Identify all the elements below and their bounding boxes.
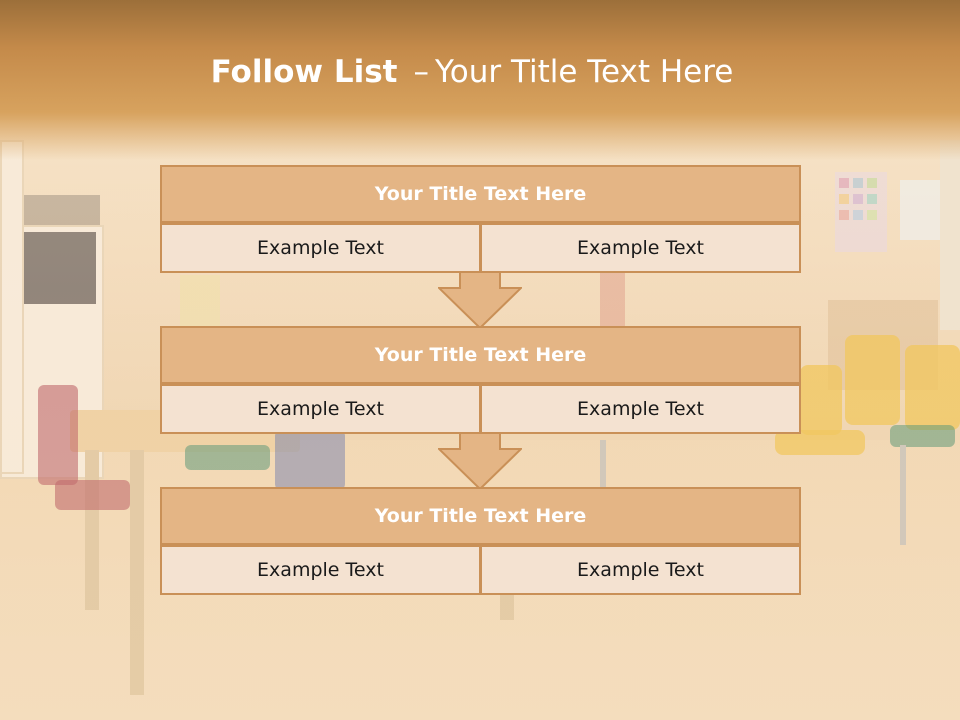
chair (905, 345, 960, 430)
shelf-side (0, 140, 24, 474)
chair (890, 425, 955, 447)
block-title[interactable]: Your Title Text Here (160, 165, 801, 223)
wall-item (600, 270, 625, 330)
chair (800, 365, 842, 435)
block-cell-right[interactable]: Example Text (480, 545, 801, 595)
block-cell-left[interactable]: Example Text (160, 223, 481, 273)
shelf-top-items (24, 195, 100, 225)
header-band (0, 0, 960, 160)
chair (275, 430, 345, 490)
slide-title: Follow List–Your Title Text Here (0, 54, 944, 90)
title-bold-part: Follow List (210, 54, 398, 90)
block-title[interactable]: Your Title Text Here (160, 487, 801, 545)
wall-item (180, 275, 220, 335)
wall-poster (835, 172, 887, 252)
chair (55, 480, 130, 510)
door-frame (940, 140, 960, 330)
title-text: Your Title Text Here (434, 54, 734, 90)
block-cell-left[interactable]: Example Text (160, 545, 481, 595)
down-arrow-icon (438, 268, 522, 330)
block-cell-right[interactable]: Example Text (480, 223, 801, 273)
chair (185, 445, 270, 470)
table-leg (130, 450, 144, 695)
chair (775, 430, 865, 455)
chair-leg (600, 440, 606, 490)
table-leg (500, 590, 514, 620)
chair (38, 385, 78, 485)
shelf-cabinet (22, 232, 96, 304)
title-separator: – (413, 54, 429, 90)
down-arrow-icon (438, 429, 522, 491)
chair-leg (900, 445, 906, 545)
wall-poster (900, 180, 942, 240)
block-cell-right[interactable]: Example Text (480, 384, 801, 434)
block-cell-left[interactable]: Example Text (160, 384, 481, 434)
block-title[interactable]: Your Title Text Here (160, 326, 801, 384)
chair (845, 335, 900, 425)
